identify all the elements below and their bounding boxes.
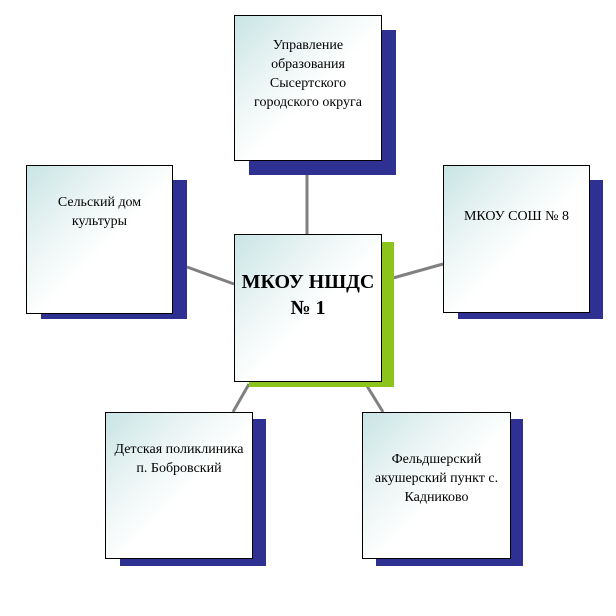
node-left-box: Сельский дом культуры <box>26 165 173 314</box>
node-top-box: Управление образования Сысертского город… <box>234 15 382 161</box>
node-right-label: МКОУ СОШ № 8 <box>463 209 570 224</box>
node-right-box: МКОУ СОШ № 8 <box>443 165 590 313</box>
connector-right <box>392 262 444 280</box>
node-top-label: Управление образования Сысертского город… <box>254 38 362 110</box>
node-bottom-right-label: Фельдшерский акушерский пункт с. Каднико… <box>374 452 499 505</box>
node-center-label: МКОУ НШДС № 1 <box>241 271 375 319</box>
node-bottom-left-label: Детская поликлиника п. Бобровский <box>114 442 244 476</box>
connector-bottom-left <box>231 383 251 413</box>
node-center-box: МКОУ НШДС № 1 <box>234 234 382 382</box>
connector-left <box>186 265 235 286</box>
connector-bottom-right <box>365 385 385 413</box>
node-bottom-left-box: Детская поликлиника п. Бобровский <box>105 412 253 559</box>
node-bottom-right-box: Фельдшерский акушерский пункт с. Каднико… <box>362 412 511 559</box>
node-left-label: Сельский дом культуры <box>57 195 142 229</box>
